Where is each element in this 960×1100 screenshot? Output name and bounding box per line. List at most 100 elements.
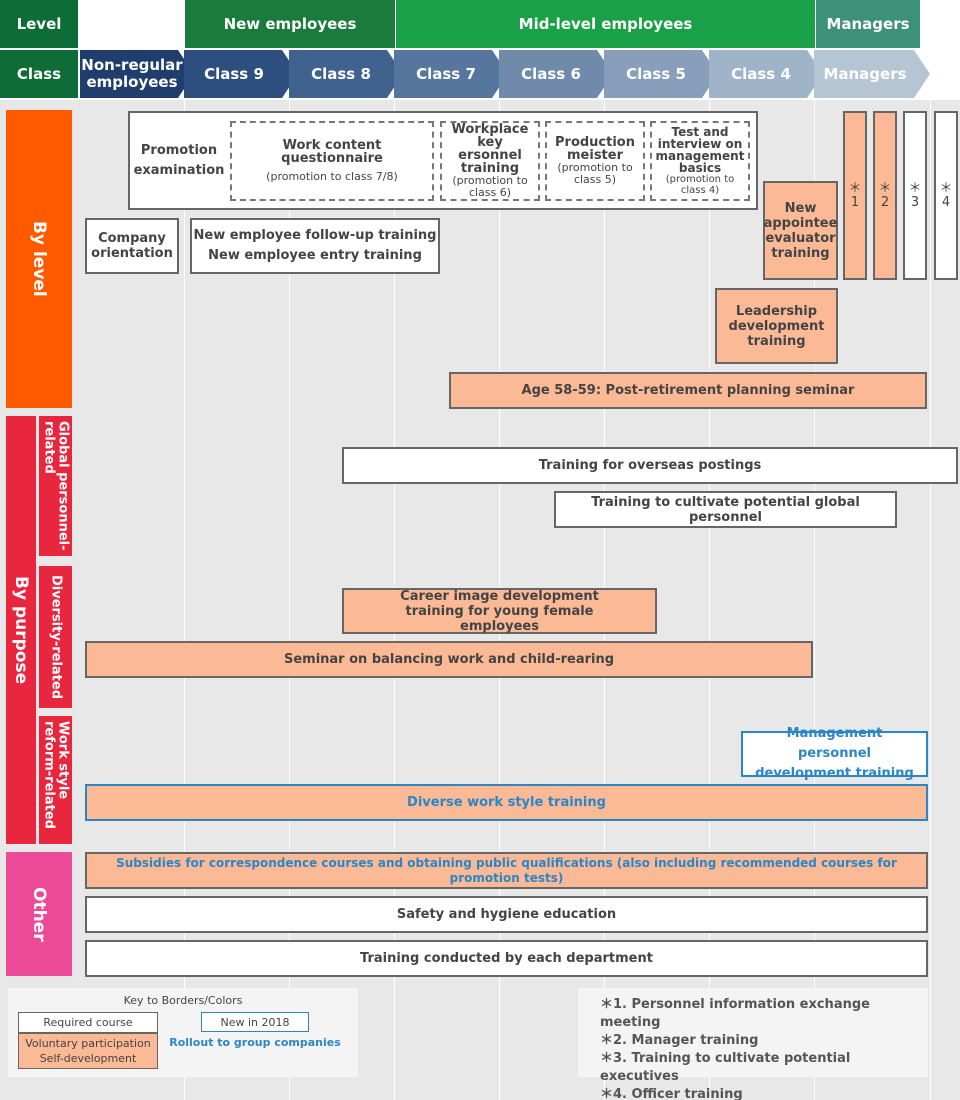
department-training: Training conducted by each department (85, 940, 928, 977)
level-header: Level (0, 0, 78, 48)
category-global: Global personnel-related (39, 416, 72, 556)
level-header-label: Level (16, 14, 62, 33)
notes-panel: ＊1. Personnel information exchange meeti… (578, 988, 928, 1100)
overseas-training-label: Training for overseas postings (538, 458, 762, 473)
star-icon: ＊ (908, 180, 922, 196)
mgmt-personnel-training: Management personnel development trainin… (741, 726, 928, 781)
note-4: ＊4. Officer training (600, 1087, 743, 1100)
promo-management-basics-title: Test and interview on management basics (655, 125, 745, 175)
child-rearing-seminar: Seminar on balancing work and child-rear… (85, 641, 813, 678)
promotion-exam-label: Promotion examination (132, 114, 226, 207)
company-orientation: Company orientation (85, 218, 179, 274)
class-6: Class 6 (499, 50, 613, 98)
legend-rollout: Rollout to group companies (165, 1034, 345, 1050)
promo-production-meister-note: (promotion to class 5) (557, 161, 633, 186)
category-by-level: By level (6, 110, 72, 408)
legend-title: Key to Borders/Colors (8, 992, 358, 1008)
class-8: Class 8 (289, 50, 403, 98)
legend-required: Required course (18, 1012, 158, 1033)
level-mid-employees-label: Mid-level employees (518, 14, 693, 33)
child-rearing-seminar-label: Seminar on balancing work and child-rear… (283, 652, 615, 667)
leadership-training: Leadership development training (715, 288, 838, 364)
note-3: ＊3. Training to cultivate potential exec… (600, 1051, 851, 1084)
star-icon: ＊ (848, 180, 862, 196)
class-5: Class 5 (604, 50, 718, 98)
star-box-2-num: 2 (880, 194, 890, 210)
star-icon: ＊ (939, 180, 953, 196)
evaluator-training-label: New appointee evaluator training (763, 200, 838, 261)
level-managers-label: Managers (826, 14, 910, 33)
promo-key-personnel-title: Workplace key ersonnel training (451, 122, 529, 176)
promo-work-questionnaire-note: (promotion to class 7/8) (266, 170, 398, 183)
category-by-purpose: By purpose (6, 416, 36, 844)
grid-line (930, 100, 931, 1100)
legend-new-2018: New in 2018 (201, 1012, 309, 1032)
class-9-label: Class 9 (204, 64, 264, 83)
star-box-4-num: 4 (941, 194, 951, 210)
class-non-regular-label: Non-regular employees (81, 56, 183, 91)
star-box-2: ＊ 2 (873, 111, 897, 280)
class-5-label: Class 5 (626, 64, 686, 83)
star-box-1: ＊ 1 (843, 111, 867, 280)
promo-production-meister-title: Production meister (555, 135, 635, 163)
class-managers-label: Managers (823, 64, 907, 83)
class-header: Class (0, 50, 78, 98)
star-box-3-num: 3 (910, 194, 920, 210)
note-1: ＊1. Personnel information exchange meeti… (600, 997, 870, 1030)
grid-line (289, 100, 290, 1100)
promo-management-basics: Test and interview on management basics … (650, 121, 750, 201)
global-potential-training-label: Training to cultivate potential global p… (591, 494, 860, 525)
level-managers: Managers (816, 0, 920, 48)
legend-voluntary-text: Voluntary participation Self-development (25, 1037, 151, 1065)
category-other-label: Other (29, 886, 49, 942)
category-global-label: Global personnel-related (41, 421, 71, 551)
class-7: Class 7 (394, 50, 508, 98)
level-mid-employees: Mid-level employees (396, 0, 815, 48)
promo-production-meister: Production meister (promotion to class 5… (545, 121, 645, 201)
promo-work-questionnaire-title: Work content questionnaire (281, 138, 383, 166)
safety-education: Safety and hygiene education (85, 896, 928, 933)
category-work-style-label: Work style reform-related (41, 721, 71, 829)
legend-new-2018-text: New in 2018 (220, 1015, 290, 1029)
follow-up-training-label: New employee follow-up training (193, 228, 437, 243)
diverse-work-training-label: Diverse work style training (407, 795, 606, 810)
overseas-training: Training for overseas postings (342, 447, 958, 484)
level-new-employees-label: New employees (223, 14, 357, 33)
subsidies-courses-label: Subsidies for correspondence courses and… (116, 855, 897, 885)
class-8-label: Class 8 (311, 64, 371, 83)
class-header-label: Class (16, 64, 62, 83)
category-diversity: Diversity-related (39, 566, 72, 708)
category-diversity-label: Diversity-related (48, 574, 64, 700)
grid-line (814, 100, 815, 1100)
new-employee-training: New employee follow-up training New empl… (190, 218, 440, 274)
category-other: Other (6, 852, 72, 976)
class-4-label: Class 4 (731, 64, 791, 83)
class-non-regular: Non-regular employees (80, 50, 194, 98)
class-6-label: Class 6 (521, 64, 581, 83)
legend-title-text: Key to Borders/Colors (123, 993, 243, 1007)
note-2: ＊2. Manager training (600, 1033, 759, 1048)
class-7-label: Class 7 (416, 64, 476, 83)
promotion-exam-box (128, 111, 758, 210)
star-box-1-num: 1 (850, 194, 860, 210)
star-box-4: ＊ 4 (934, 111, 958, 280)
diverse-work-training: Diverse work style training (85, 784, 928, 821)
category-by-level-label: By level (29, 221, 49, 297)
company-orientation-label: Company orientation (91, 231, 173, 261)
retirement-seminar: Age 58-59: Post-retirement planning semi… (449, 372, 927, 409)
promo-management-basics-note: (promotion to class 4) (665, 174, 735, 196)
class-managers: Managers (814, 50, 930, 98)
grid-line (709, 100, 710, 1100)
subsidies-courses: Subsidies for correspondence courses and… (85, 852, 928, 889)
level-header-blank (78, 0, 185, 48)
grid-line (184, 100, 185, 1100)
global-potential-training: Training to cultivate potential global p… (554, 491, 897, 528)
evaluator-training: New appointee evaluator training (763, 181, 838, 280)
safety-education-label: Safety and hygiene education (396, 907, 617, 922)
legend-rollout-text: Rollout to group companies (169, 1035, 341, 1049)
promo-key-personnel: Workplace key ersonnel training (promoti… (440, 121, 540, 201)
star-box-3: ＊ 3 (903, 111, 927, 280)
promotion-exam-label-text: Promotion examination (133, 142, 225, 178)
promo-work-questionnaire: Work content questionnaire (promotion to… (230, 121, 434, 201)
category-work-style: Work style reform-related (39, 716, 72, 844)
